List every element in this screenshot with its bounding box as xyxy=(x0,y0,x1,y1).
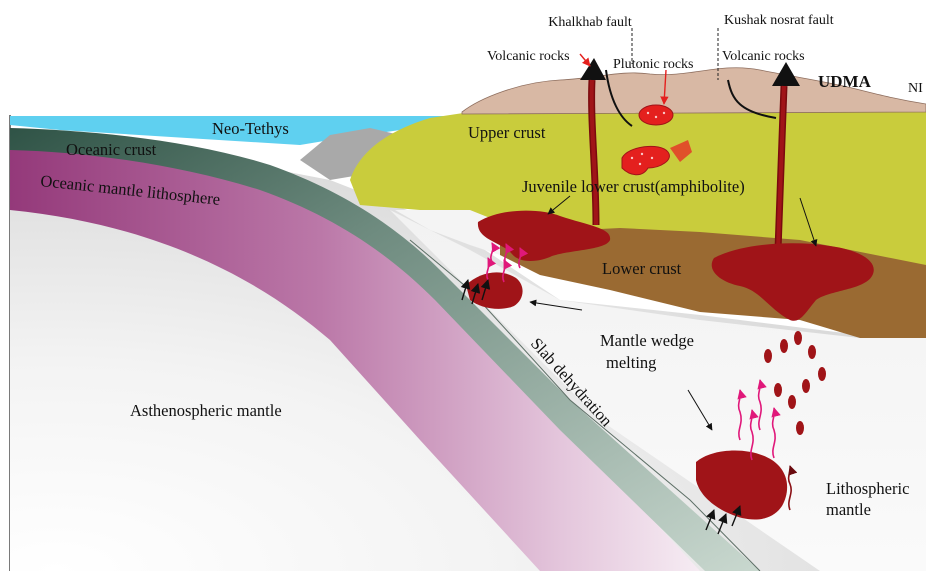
juvenile-lower-crust-label: Juvenile lower crust(amphibolite) xyxy=(522,177,745,196)
mantle-wedge-label-2: melting xyxy=(606,353,656,372)
asthenospheric-mantle-label: Asthenospheric mantle xyxy=(130,401,282,420)
lower-crust-label: Lower crust xyxy=(602,259,682,278)
udma-label: UDMA xyxy=(818,72,872,91)
kushak-fault-label: Kushak nosrat fault xyxy=(724,13,834,28)
mantle-wedge-label-1: Mantle wedge xyxy=(600,331,694,350)
lithospheric-label-1: Lithospheric xyxy=(826,479,909,498)
upper-crust-label: Upper crust xyxy=(468,123,546,142)
oceanic-crust-label: Oceanic crust xyxy=(66,140,157,159)
plutonic-rocks-label: Plutonic rocks xyxy=(613,57,694,72)
khalkhab-fault-label: Khalkhab fault xyxy=(548,15,632,30)
neo-tethys-label: Neo-Tethys xyxy=(212,119,289,138)
volcano-left-icon xyxy=(580,58,606,80)
volcanic-pointer-arrow xyxy=(580,54,590,66)
lithospheric-label-2: mantle xyxy=(826,500,871,519)
volcanic-rocks-left-label: Volcanic rocks xyxy=(487,49,570,64)
nl-label: NI xyxy=(908,81,923,96)
volcanic-rocks-right-label: Volcanic rocks xyxy=(722,49,805,64)
plutonic-body-1 xyxy=(639,105,673,125)
